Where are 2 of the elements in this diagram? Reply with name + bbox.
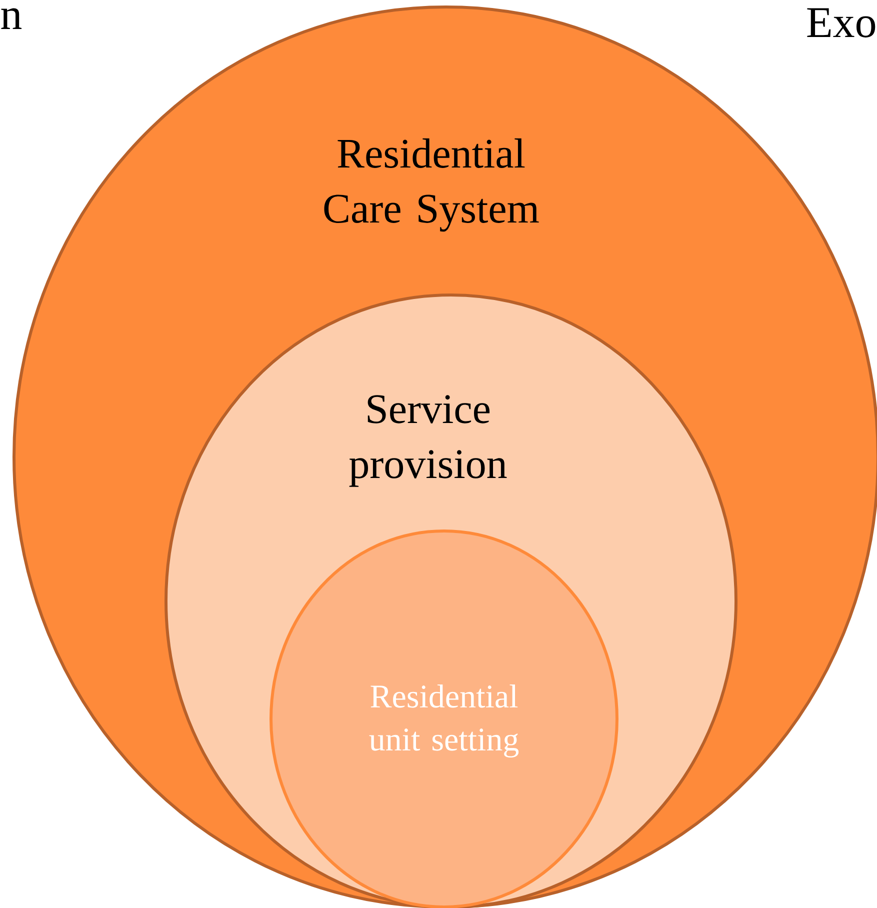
circle-node: Residential unit setting [270, 530, 618, 908]
label-text: Exo [807, 8, 876, 38]
